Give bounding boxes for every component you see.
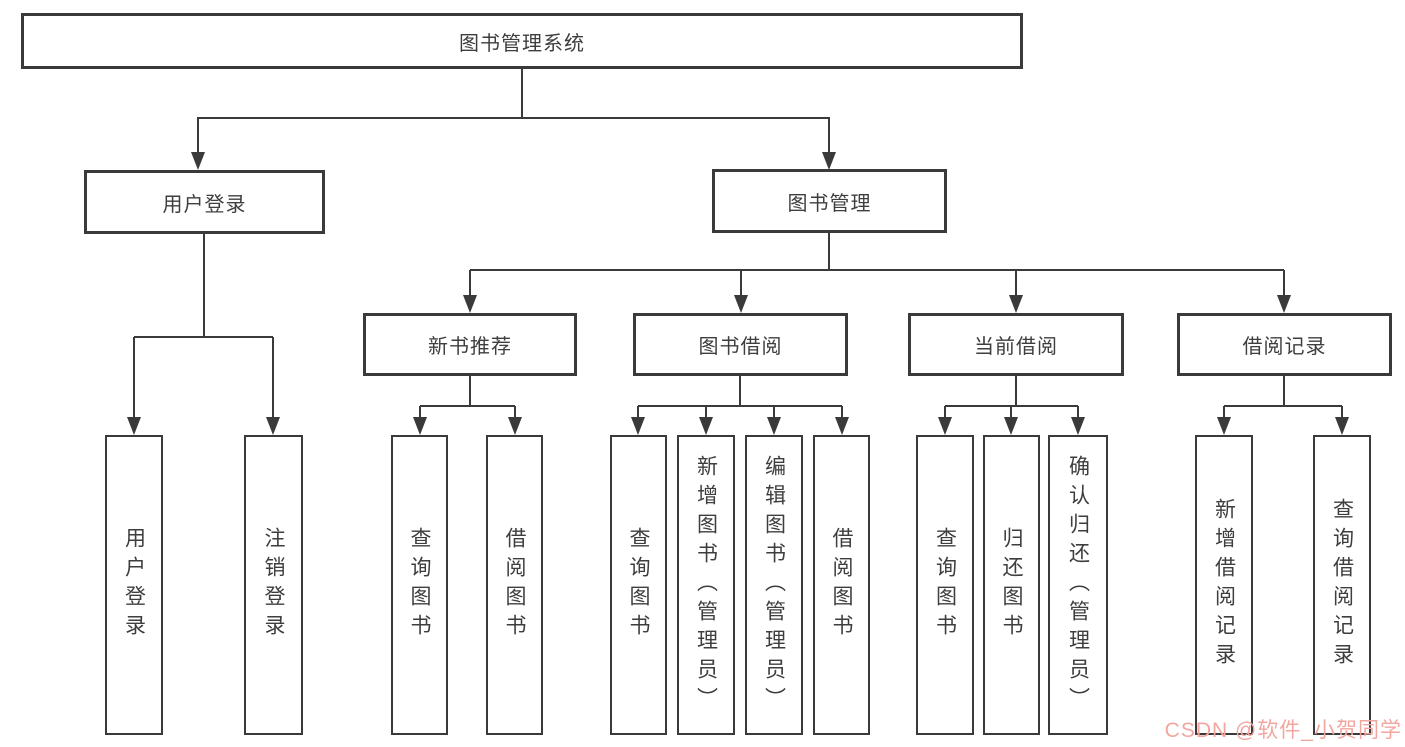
arrowheads [127, 152, 1349, 435]
leaf-label: 查询图书 [408, 527, 431, 643]
leaf-borrow-books: 借阅图书 [813, 435, 870, 735]
leaf-confirm-return-admin: 确认归还（管理员） [1048, 435, 1108, 735]
node-user-login: 用户登录 [84, 170, 325, 234]
node-book-management: 图书管理 [712, 169, 947, 233]
leaf-query-books-recommend: 查询图书 [391, 435, 448, 735]
leaf-label: 用户登录 [122, 527, 146, 643]
leaf-label: 查询图书 [933, 527, 957, 643]
leaf-label: 查询借阅记录 [1330, 498, 1354, 672]
leaf-return-books: 归还图书 [983, 435, 1040, 735]
leaf-edit-books-admin: 编辑图书（管理员） [745, 435, 803, 735]
tree-edges [133, 69, 1343, 418]
node-root: 图书管理系统 [21, 13, 1023, 69]
leaf-query-books-current: 查询图书 [916, 435, 974, 735]
leaf-label: 注销登录 [262, 527, 285, 643]
node-new-book-recommend: 新书推荐 [363, 313, 577, 376]
leaf-query-books-borrow: 查询图书 [610, 435, 667, 735]
csdn-watermark: CSDN @软件_小贺同学 [1164, 719, 1402, 742]
leaf-label: 借阅图书 [503, 527, 526, 643]
leaf-user-login: 用户登录 [105, 435, 163, 735]
leaf-label: 新增借阅记录 [1212, 498, 1236, 672]
node-borrow-records: 借阅记录 [1177, 313, 1392, 376]
leaf-borrow-books-recommend: 借阅图书 [486, 435, 543, 735]
leaf-label: 新增图书（管理员） [694, 454, 718, 716]
leaf-label: 编辑图书（管理员） [762, 454, 786, 716]
leaf-label: 确认归还（管理员） [1066, 454, 1090, 716]
leaf-logout: 注销登录 [244, 435, 303, 735]
leaf-label: 借阅图书 [830, 527, 853, 643]
node-book-borrow: 图书借阅 [633, 313, 848, 376]
leaf-label: 查询图书 [627, 527, 650, 643]
leaf-label: 归还图书 [1000, 527, 1023, 643]
leaf-add-books-admin: 新增图书（管理员） [677, 435, 735, 735]
leaf-add-borrow-record: 新增借阅记录 [1195, 435, 1253, 735]
leaf-query-borrow-record: 查询借阅记录 [1313, 435, 1371, 735]
node-current-borrow: 当前借阅 [908, 313, 1124, 376]
